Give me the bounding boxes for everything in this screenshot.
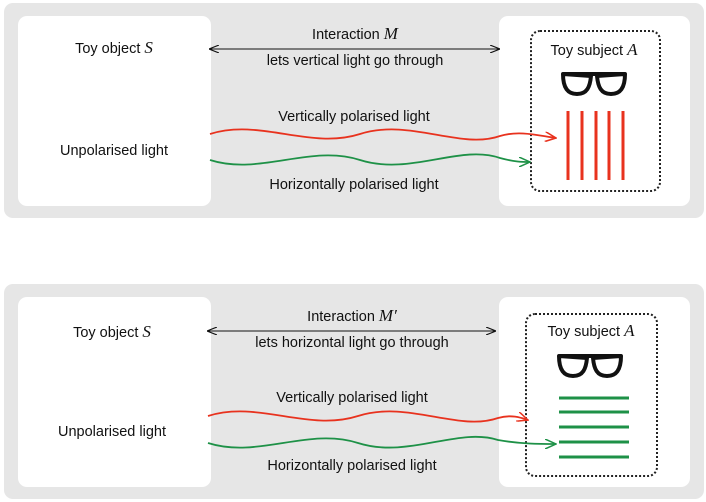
vertical-light-label: Vertically polarised light xyxy=(276,390,428,406)
panel-bottom xyxy=(4,284,704,499)
toy-subject-label: Toy subject A xyxy=(550,40,638,59)
toy-object-label: Toy object S xyxy=(73,322,151,341)
interaction-description: lets vertical light go through xyxy=(266,53,444,69)
interaction-label: Interaction M xyxy=(312,24,398,43)
toy-subject-label: Toy subject A xyxy=(547,321,635,340)
vertical-wave xyxy=(209,128,556,139)
toy-object-box xyxy=(18,297,211,487)
horizontal-wave xyxy=(209,153,530,164)
interaction-description: lets horizontal light go through xyxy=(255,335,449,351)
horizontal-light-label: Horizontally polarised light xyxy=(267,458,437,474)
glasses-icon xyxy=(560,70,628,96)
vertical-filter xyxy=(566,111,625,180)
horizontal-light-label: Horizontally polarised light xyxy=(269,177,439,193)
horizontal-filter xyxy=(559,396,629,459)
vertical-light-label: Vertically polarised light xyxy=(278,109,430,125)
toy-subject-box xyxy=(499,297,690,487)
toy-subject-frame xyxy=(530,30,661,192)
horizontal-wave xyxy=(207,435,556,448)
toy-subject-frame xyxy=(525,313,658,477)
toy-object-box xyxy=(18,16,211,206)
vertical-wave xyxy=(207,410,528,423)
glasses-icon xyxy=(556,352,624,378)
unpolarised-light-label: Unpolarised light xyxy=(59,143,169,159)
unpolarised-light-label: Unpolarised light xyxy=(57,424,167,440)
interaction-label: Interaction M′ xyxy=(307,306,397,325)
panel-top xyxy=(4,3,704,218)
toy-object-label: Toy object S xyxy=(75,38,153,57)
